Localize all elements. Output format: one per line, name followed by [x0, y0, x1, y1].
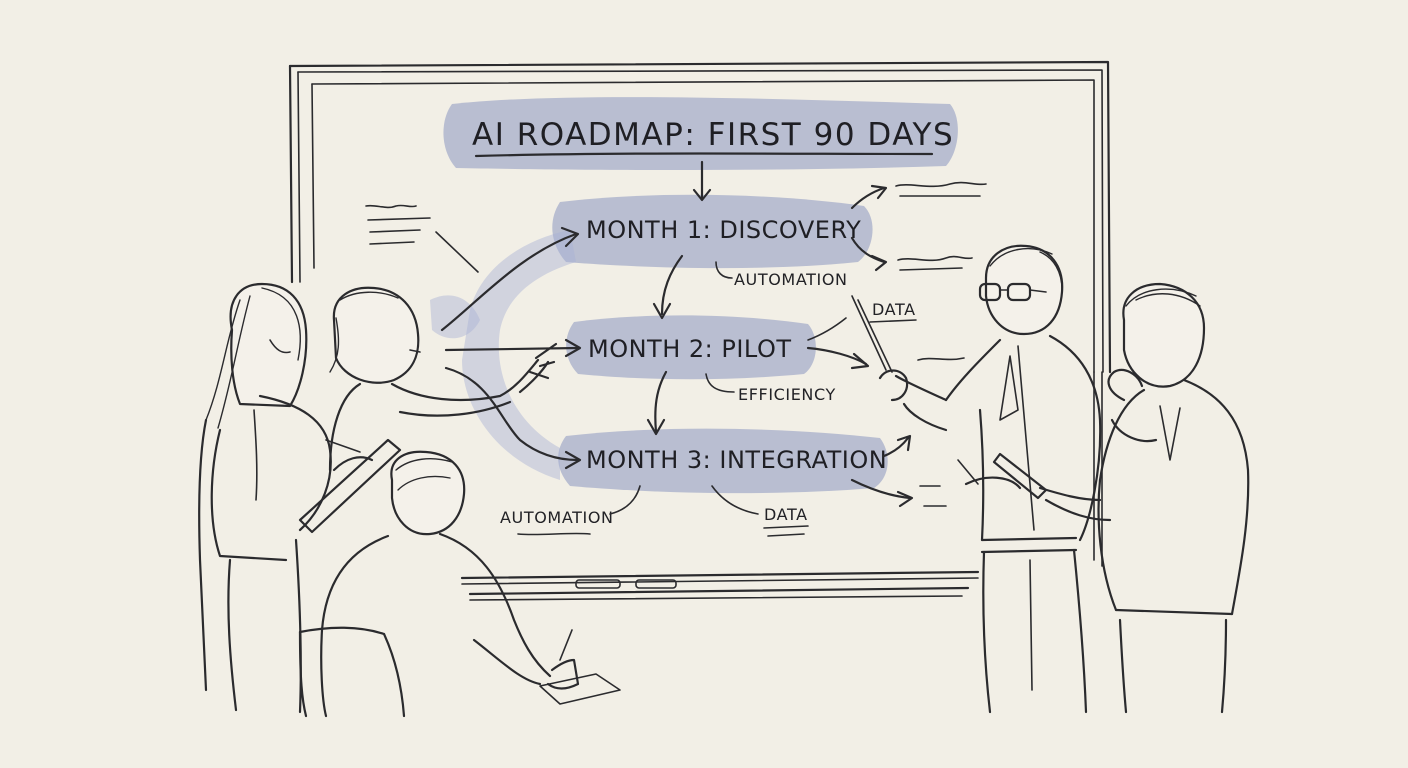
paper-icon	[539, 673, 621, 705]
title-underline	[474, 152, 934, 158]
tablet-icon	[298, 438, 402, 534]
glasses-icon	[978, 282, 1002, 302]
arrow-icon	[444, 366, 580, 462]
arrow-icon	[660, 254, 684, 316]
chair	[298, 630, 308, 718]
person-woman-pointing	[328, 286, 558, 472]
roadmap-title: AI ROADMAP: FIRST 90 DAYS	[472, 117, 954, 153]
arrow-icon	[654, 370, 668, 434]
month-1-label: MONTH 1: DISCOVERY	[586, 216, 861, 244]
arrow-icon	[444, 346, 580, 352]
marker-icon	[635, 579, 677, 589]
month3-wash	[558, 428, 888, 494]
month1-wash	[552, 194, 873, 269]
whiteboard	[288, 60, 1112, 601]
efficiency-label: EFFICIENCY	[738, 385, 836, 404]
data-label: DATA	[872, 300, 916, 319]
marker-icon	[575, 579, 621, 589]
automation-label: AUTOMATION	[734, 270, 848, 289]
month2-wash	[566, 315, 816, 380]
title-wash	[443, 97, 958, 170]
month-3-label: MONTH 3: INTEGRATION	[586, 446, 887, 474]
arrow-icon	[440, 232, 578, 332]
pen-icon	[957, 459, 979, 485]
roadmap-diagram: AI ROADMAP: FIRST 90 DAYS MONTH 1: DISCO…	[365, 117, 987, 537]
person-man-thinking	[992, 282, 1250, 714]
watercolor-washes	[430, 97, 958, 494]
data-label-2: DATA	[764, 505, 808, 524]
person-woman-with-tablet	[198, 282, 402, 714]
pointer-icon	[851, 295, 887, 371]
automation-label-2: AUTOMATION	[500, 508, 614, 527]
person-seated-man	[298, 450, 621, 718]
pen-icon	[559, 629, 573, 661]
person-man-with-pointer	[851, 244, 1102, 714]
connector-wash	[462, 230, 576, 480]
month-2-label: MONTH 2: PILOT	[588, 335, 792, 363]
tablet-icon	[992, 452, 1048, 500]
